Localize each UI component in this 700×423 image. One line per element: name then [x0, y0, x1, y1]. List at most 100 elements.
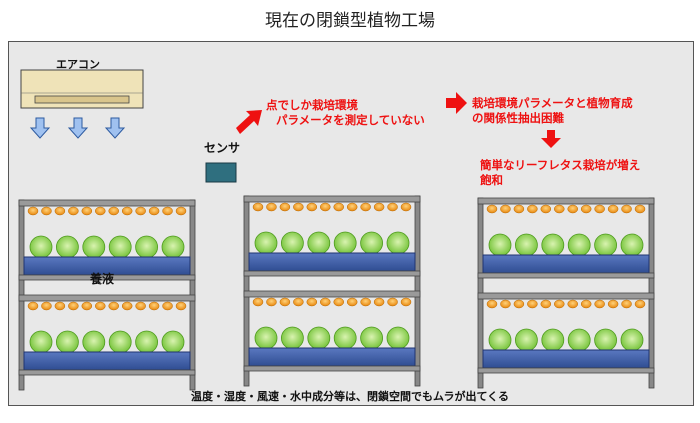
lettuce: [488, 233, 512, 257]
airflow-arrows: [29, 117, 126, 139]
led-lamp: [121, 301, 133, 311]
led-lamp: [486, 204, 498, 214]
led-lamp: [135, 301, 146, 311]
led-lamp: [360, 297, 371, 307]
bottom-note: 温度・湿度・風速・水中成分等は、閉鎖空間でもムラが出てくる: [191, 390, 509, 403]
led-lamp: [68, 206, 79, 216]
led-lamp: [333, 202, 344, 212]
led-lamp: [306, 202, 318, 212]
led-lamp: [81, 206, 93, 216]
lettuce: [488, 328, 512, 352]
problem-1-line-2: パラメータを測定していない: [276, 113, 425, 127]
lettuce: [161, 235, 185, 259]
led-lamp: [387, 297, 398, 307]
led-lamp: [346, 297, 358, 307]
lettuce: [333, 231, 357, 255]
led-lamp: [346, 202, 358, 212]
led-lamp: [513, 299, 525, 309]
lettuce: [515, 233, 538, 257]
shelf-bar: [243, 270, 421, 277]
led-lamp: [360, 202, 371, 212]
led-lamp: [252, 297, 264, 307]
led-lamp: [373, 297, 385, 307]
nutrient-tray: [482, 254, 650, 274]
led-lamp: [554, 299, 565, 309]
led-lamp: [607, 299, 619, 309]
led-lamp: [148, 206, 160, 216]
led-lamp: [513, 204, 525, 214]
led-lamp: [279, 297, 291, 307]
problem-1: 点でしか栽培環境 パラメータを測定していない: [266, 98, 425, 128]
lettuce: [620, 233, 644, 257]
led-lamp: [373, 202, 385, 212]
lettuce: [29, 330, 53, 354]
led-lamp: [500, 299, 511, 309]
led-lamp: [279, 202, 291, 212]
led-lamp: [108, 206, 119, 216]
shelf-bar: [18, 199, 196, 207]
shelf-bar: [243, 365, 421, 372]
led-lamp: [580, 204, 592, 214]
lettuce: [108, 330, 132, 354]
nutrient-tray: [248, 347, 416, 367]
led-lamp: [162, 206, 173, 216]
led-lamp: [527, 299, 538, 309]
led-lamp: [567, 299, 578, 309]
led-lamp: [266, 202, 277, 212]
lettuce: [386, 231, 410, 255]
shelf-bar: [243, 195, 421, 203]
shelf-bar: [477, 292, 655, 300]
red-arrow-2-icon: [446, 92, 467, 114]
led-lamp: [95, 206, 106, 216]
led-lamp: [387, 202, 398, 212]
down-arrow-icon: [67, 117, 89, 139]
nutrient-label: 養液: [90, 272, 115, 286]
problem-3-line-1: 簡単なリーフレタス栽培が増え: [480, 158, 641, 172]
led-lamp: [594, 204, 605, 214]
nutrient-tray: [482, 349, 650, 369]
led-lamp: [580, 299, 592, 309]
led-lamp: [148, 301, 160, 311]
lettuce: [135, 330, 159, 354]
led-lamp: [95, 301, 106, 311]
lettuce: [307, 231, 331, 255]
lettuce: [56, 235, 79, 259]
problem-1-line-1: 点でしか栽培環境: [266, 98, 358, 112]
lettuce: [594, 233, 617, 257]
lettuce: [386, 326, 410, 350]
led-lamp: [400, 297, 412, 307]
lettuce: [108, 235, 132, 259]
problem-3-line-2: 飽和: [480, 173, 503, 187]
lettuce: [567, 328, 591, 352]
lettuce: [135, 235, 159, 259]
air-conditioner-label: エアコン: [56, 58, 100, 71]
led-lamp: [27, 206, 39, 216]
shelf-bar: [18, 369, 196, 376]
lettuce: [515, 328, 538, 352]
shelf-bar: [477, 197, 655, 205]
led-lamp: [320, 297, 331, 307]
led-lamp: [54, 206, 66, 216]
led-lamp: [293, 297, 304, 307]
led-lamp: [266, 297, 277, 307]
led-lamp: [68, 301, 79, 311]
led-lamp: [135, 206, 146, 216]
lettuce: [360, 231, 384, 255]
led-lamp: [540, 204, 552, 214]
shelf-bar: [18, 294, 196, 302]
lettuce: [333, 326, 357, 350]
lettuce: [541, 328, 565, 352]
led-lamp: [594, 299, 605, 309]
led-lamp: [108, 301, 119, 311]
red-arrow-1-icon: [236, 110, 262, 134]
shelf-bar: [18, 274, 196, 281]
lettuce: [254, 231, 278, 255]
led-lamp: [41, 206, 52, 216]
led-lamp: [621, 299, 632, 309]
led-lamp: [41, 301, 52, 311]
lettuce: [594, 328, 617, 352]
led-lamp: [634, 299, 646, 309]
problem-3: 簡単なリーフレタス栽培が増え 飽和: [480, 158, 640, 188]
led-lamp: [500, 204, 511, 214]
